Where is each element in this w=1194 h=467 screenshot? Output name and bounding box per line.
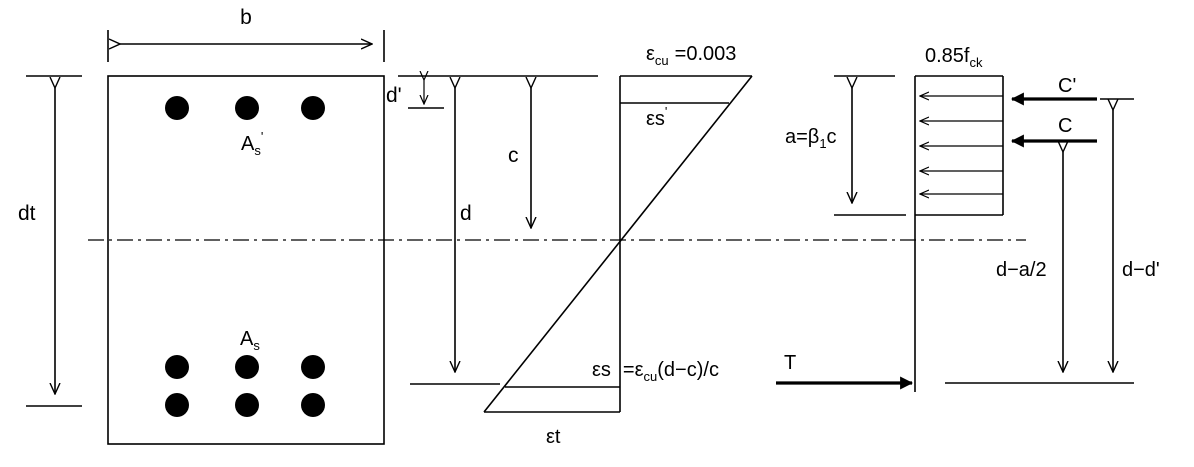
beam-section-outline: [107, 75, 385, 445]
es-prime-label: εs': [646, 104, 667, 130]
tension-bar: [165, 355, 189, 379]
et-label: εt: [546, 426, 561, 448]
d-minus-a2-label: d−a/2: [996, 259, 1047, 281]
a-label: a=β1c: [785, 126, 837, 151]
compression-steel-label: As': [241, 129, 263, 158]
c-label: c: [508, 144, 519, 167]
tension-bar: [165, 393, 189, 417]
es-label: εs=εcu(d−c)/c: [592, 359, 719, 384]
ecu-label: εcu=0.003: [646, 43, 736, 68]
strain-profile-line: [483, 75, 753, 413]
d-minus-dprime-label: d−d': [1122, 259, 1160, 281]
tension-bar: [301, 393, 325, 417]
tension-bar: [235, 393, 259, 417]
tension-bar: [301, 355, 325, 379]
compression-bar: [235, 96, 259, 120]
tension-bar: [235, 355, 259, 379]
compression-bar: [301, 96, 325, 120]
tension-steel-label: As: [240, 328, 260, 353]
width-label-b: b: [240, 6, 252, 29]
dt-label: dt: [18, 202, 36, 225]
d-prime-label: d': [386, 84, 402, 107]
compression-bar: [165, 96, 189, 120]
c-force-label: C: [1058, 115, 1072, 137]
c-prime-force-label: C': [1058, 75, 1076, 97]
t-force-label: T: [784, 352, 796, 374]
stress-label: 0.85fck: [925, 45, 983, 70]
d-label: d: [460, 202, 472, 225]
